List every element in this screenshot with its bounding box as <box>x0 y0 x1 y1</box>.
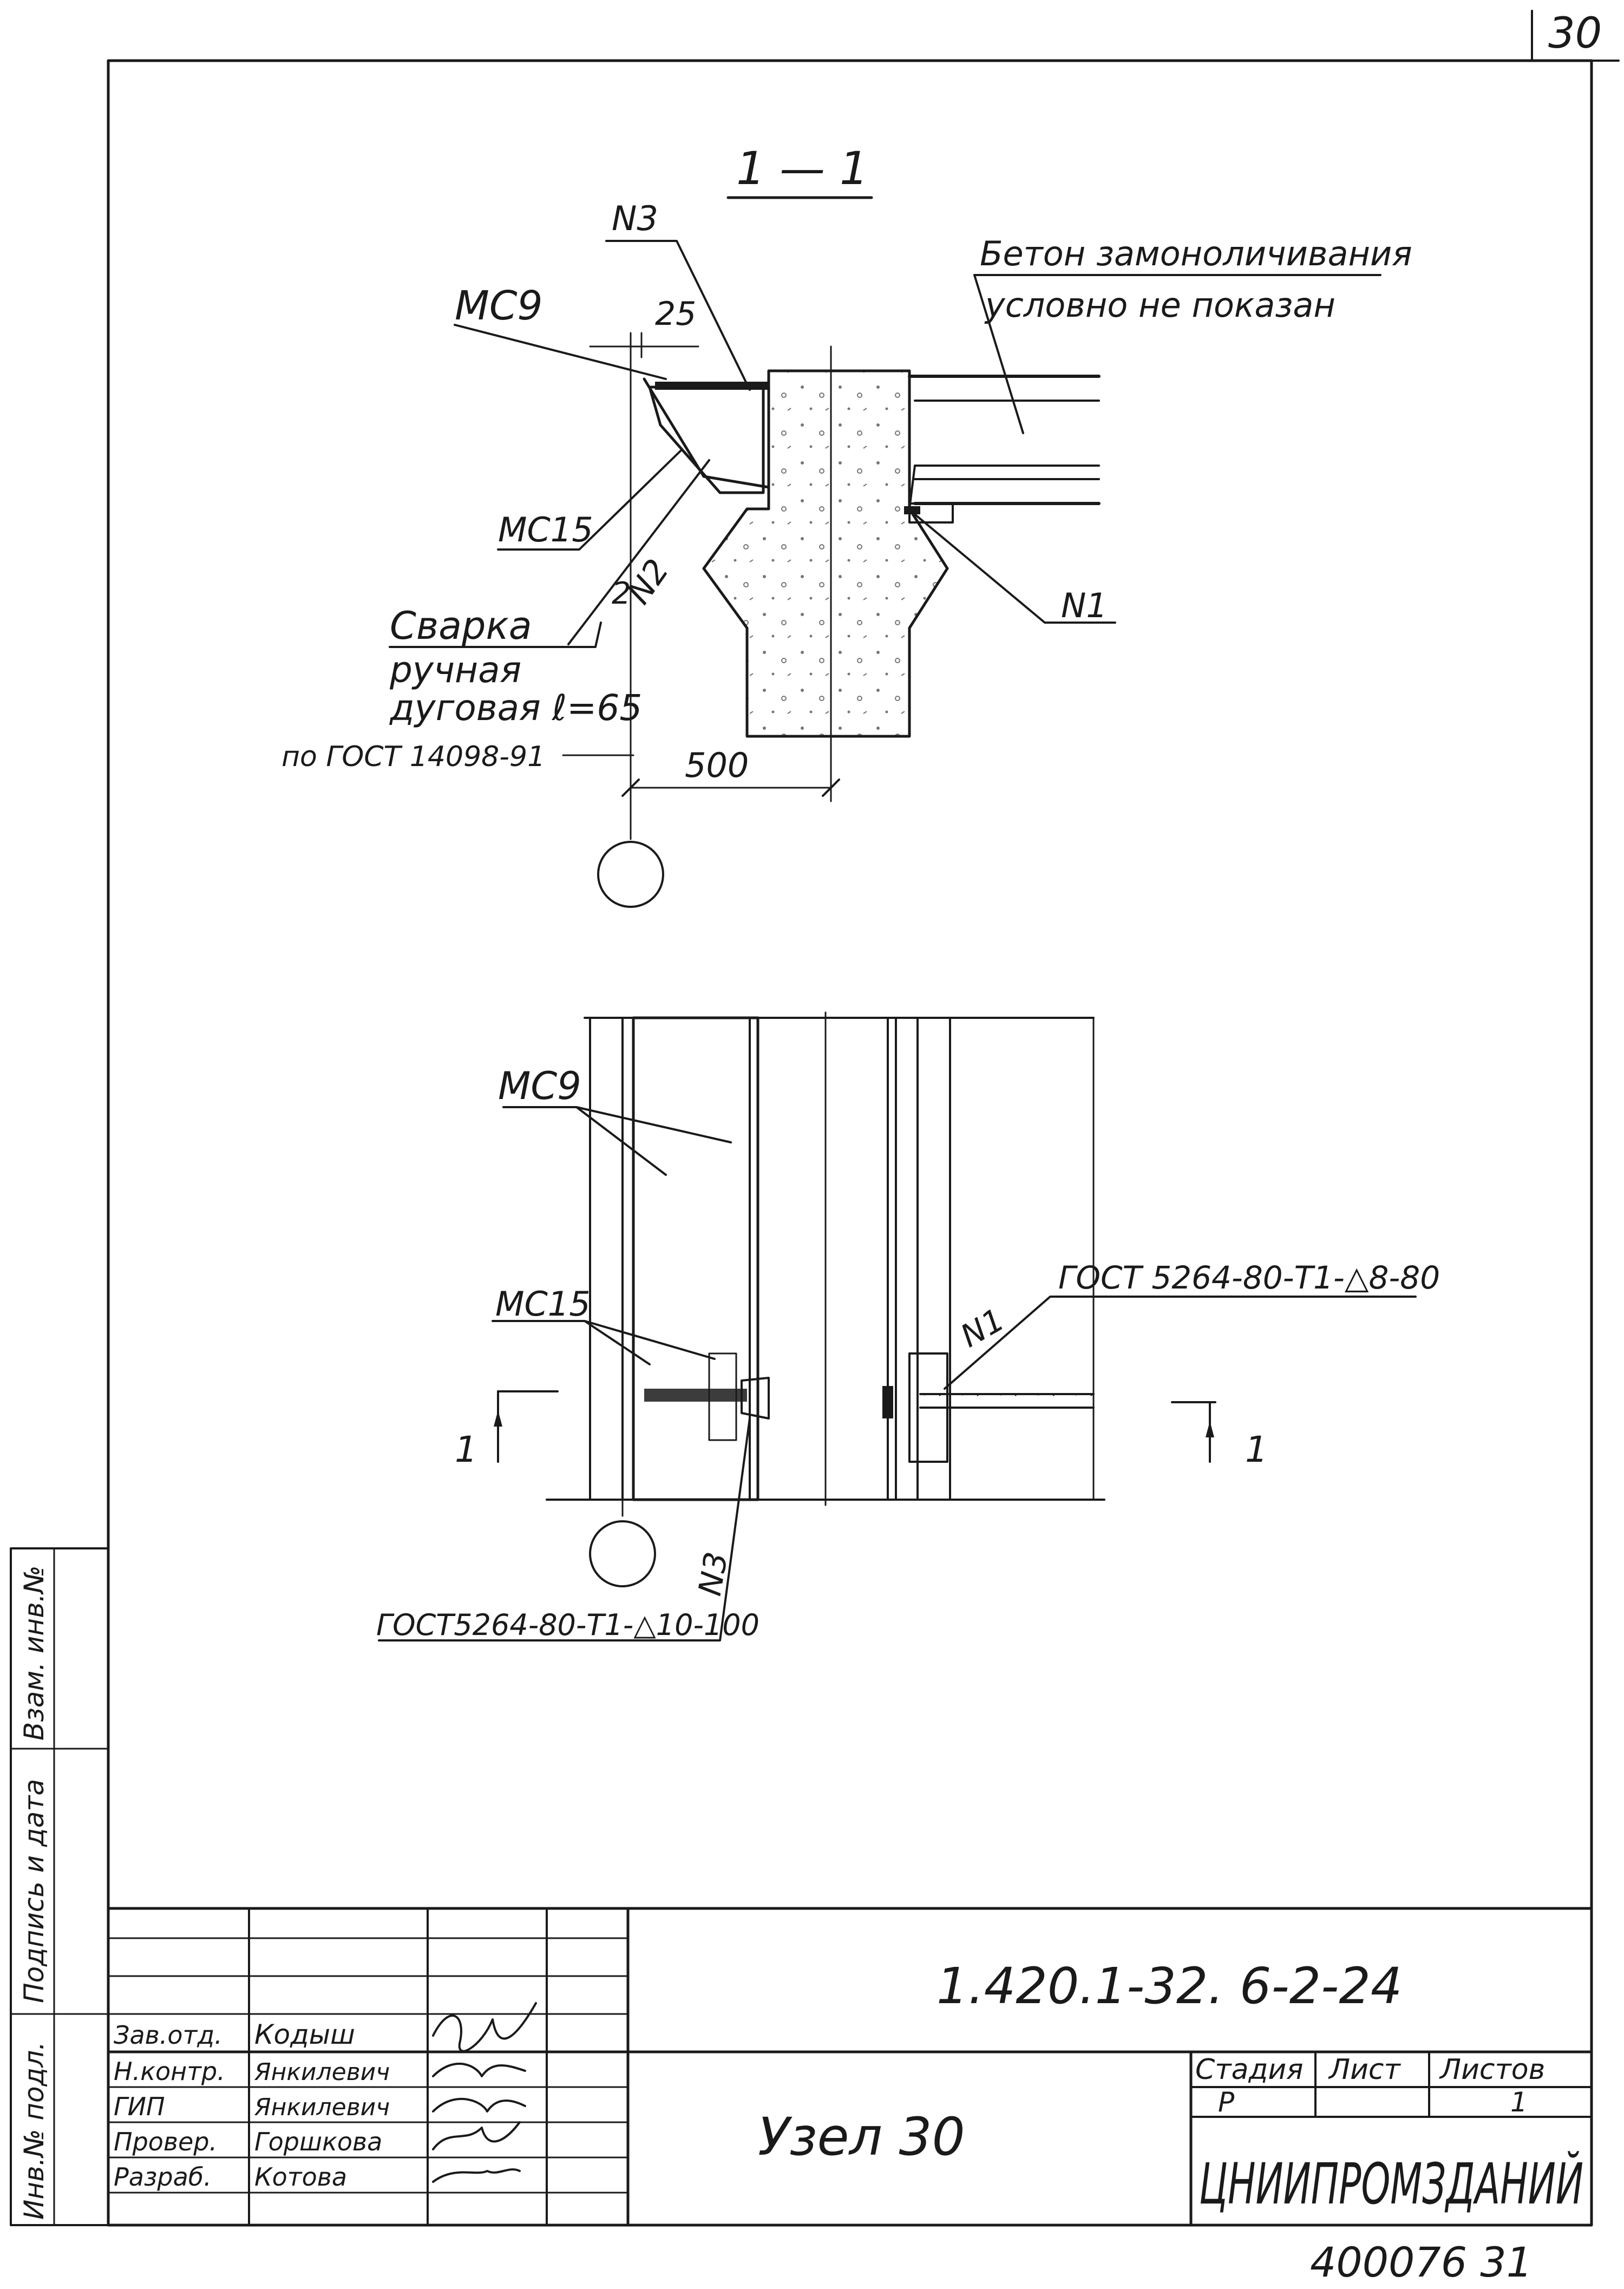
stamp-sign-date: Подпись и дата <box>18 1779 50 2003</box>
plan-left-rib <box>632 1016 759 1501</box>
gost-right: ГОСТ 5264-80-Т1-△8-80 <box>1058 1259 1440 1296</box>
row-role: Провер. <box>114 2127 217 2156</box>
svg-text:500: 500 <box>685 745 749 785</box>
svg-text:1: 1 <box>1245 1429 1268 1470</box>
label-mc9-plan: МС9 <box>498 1064 581 1108</box>
dimension-500: 500 <box>621 345 840 802</box>
label-n3-plan: N3 <box>691 1549 735 1599</box>
signatures <box>432 2002 537 2183</box>
label-n1-plan: N1 <box>954 1301 1011 1355</box>
left-slab-section <box>643 377 770 494</box>
label-mc15-plan: МС15 <box>495 1284 591 1324</box>
label-mc9-top: МС9 <box>455 283 543 329</box>
svg-text:Сварка: Сварка <box>390 604 532 648</box>
sheet-frame <box>107 10 1620 2227</box>
row-role: Разраб. <box>114 2162 212 2192</box>
label-n3-top: N3 <box>612 199 658 238</box>
plan-view: МС9 МС15 N1 ГОСТ 5264-80-Т1-△8-80 1 1 N3… <box>376 1011 1440 1642</box>
row-name: Котова <box>254 2162 347 2192</box>
title-block: 1.420.1-32. 6-2-24 Узел 30 Стадия Лист Л… <box>107 1907 1593 2227</box>
row-name: Горшкова <box>254 2127 382 2156</box>
axis-bubble-top <box>597 841 664 908</box>
leader-mc9 <box>454 324 667 380</box>
section-1-1: 1 — 1 N3 МС9 <box>281 142 1412 908</box>
svg-text:по ГОСТ 14098-91: по ГОСТ 14098-91 <box>281 741 545 773</box>
svg-text:Бетон замоноличивания: Бетон замоноличивания <box>980 234 1412 273</box>
signature-rows: Зав.отд. Кодыш Н.контр. Янкилевич ГИП Ян… <box>114 2019 390 2192</box>
stamp-replace: Взам. инв.№ <box>18 1565 50 1741</box>
drawing-title: Узел 30 <box>758 2107 965 2167</box>
row-role: Н.контр. <box>114 2057 225 2086</box>
stamp-inv: Инв.№ подл. <box>18 2042 50 2220</box>
row-role: ГИП <box>114 2092 165 2121</box>
section-title: 1 — 1 <box>736 142 868 195</box>
archive-number: 400076 31 <box>1310 2238 1533 2286</box>
row-name: Кодыш <box>254 2019 355 2050</box>
row-name: Янкилевич <box>254 2094 390 2121</box>
column-section <box>702 369 949 738</box>
label-mc15-top: МС15 <box>498 510 593 550</box>
svg-text:1: 1 <box>455 1429 477 1470</box>
right-beam-section <box>904 375 1101 524</box>
row-name: Янкилевич <box>254 2058 390 2086</box>
cut-mark-left: 1 <box>455 1390 559 1470</box>
row-role: Зав.отд. <box>114 2020 222 2050</box>
concrete-note: Бетон замоноличивания условно не показан <box>973 234 1412 434</box>
side-stamp: Инв.№ подл. Подпись и дата Взам. инв.№ <box>10 1547 109 2226</box>
plan-right-rib <box>895 1017 919 1501</box>
svg-text:ручная: ручная <box>389 649 521 691</box>
sheets-value: 1 <box>1510 2087 1528 2118</box>
leader-mc15 <box>497 448 683 551</box>
head-sheets: Листов <box>1439 2053 1545 2086</box>
weld-size: 2 <box>612 576 631 611</box>
dim-25: 25 <box>655 295 696 333</box>
svg-text:дуговая ℓ=65: дуговая ℓ=65 <box>389 687 642 729</box>
doc-code: 1.420.1-32. 6-2-24 <box>937 1957 1402 2015</box>
weld-note: Сварка ручная дуговая ℓ=65 по ГОСТ 14098… <box>281 604 642 773</box>
leader-n3 <box>605 240 751 391</box>
head-sheet: Лист <box>1328 2053 1401 2086</box>
leader-weld <box>389 622 602 648</box>
axis-bubble-plan <box>589 1520 656 1587</box>
head-stage: Стадия <box>1195 2053 1304 2086</box>
label-n1-top: N1 <box>1061 586 1108 625</box>
sheet-number: 30 <box>1548 9 1602 58</box>
organization: ЦНИИПРОМЗДАНИЙ <box>1199 2151 1583 2217</box>
cut-mark-right: 1 <box>1171 1401 1268 1470</box>
gost-bottom: ГОСТ5264-80-Т1-△10-100 <box>376 1608 759 1642</box>
leader-n1 <box>914 513 1116 624</box>
stage-value: Р <box>1218 2087 1235 2118</box>
svg-text:условно не показан: условно не показан <box>984 285 1335 325</box>
